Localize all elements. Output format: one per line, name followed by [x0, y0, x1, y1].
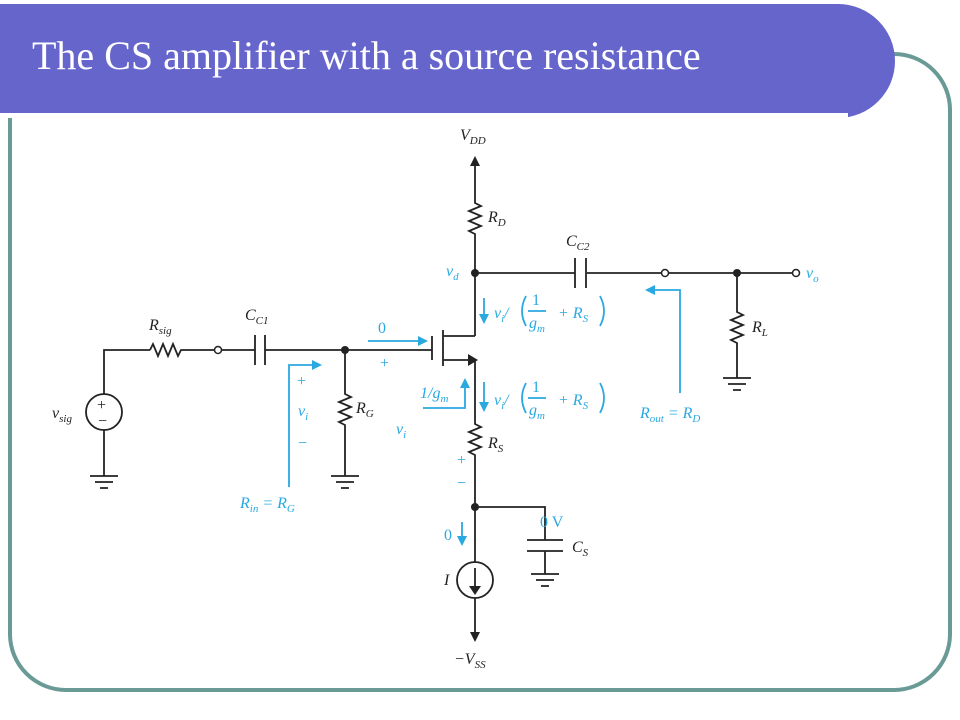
- gate-current-label: 0: [378, 320, 386, 337]
- gate-plus-label: +: [380, 355, 389, 372]
- rg-resistor: [336, 350, 354, 476]
- cc1-label: CC1: [245, 307, 269, 327]
- vi-right-label: vi: [396, 421, 406, 441]
- rsig-label: Rsig: [148, 317, 172, 337]
- rg-ground-icon: [331, 475, 359, 489]
- rs-label: RS: [487, 435, 504, 455]
- source-current-prefix: vi/: [494, 392, 510, 412]
- slide-title: The CS amplifier with a source resistanc…: [32, 33, 701, 78]
- vsig-source: [85, 349, 150, 476]
- rg-label: RG: [355, 400, 374, 420]
- rd-label: RD: [487, 209, 506, 229]
- rl-ground-icon: [723, 377, 751, 391]
- vi-plus-label: +: [297, 373, 306, 390]
- cs-voltage-label: 0 V: [540, 514, 564, 531]
- input-terminal-open: [213, 345, 223, 355]
- drain-current-bracket: [521, 295, 605, 327]
- vi-label: vi: [298, 403, 308, 423]
- drain-current-suffix: + RS: [558, 305, 589, 325]
- rin-arrow: [288, 360, 322, 487]
- source-current-numerator: 1: [532, 379, 540, 396]
- source-current-denominator: gm: [529, 402, 545, 422]
- cs-wire: [475, 506, 546, 540]
- slide-frame: [8, 52, 952, 692]
- title-banner: [0, 4, 895, 118]
- vsig-minus-sign: −: [98, 413, 107, 430]
- cs-capacitor: [527, 539, 563, 574]
- vsig-ground-icon: [90, 475, 118, 489]
- rs-resistor: [466, 360, 484, 507]
- current-source: [456, 507, 494, 642]
- cs-current-label: 0: [444, 527, 452, 544]
- rin-label: Rin = RG: [239, 495, 295, 515]
- rsig-resistor: [149, 341, 215, 359]
- cc1-capacitor: [221, 335, 345, 365]
- drain-current-prefix: vi/: [494, 305, 510, 325]
- current-source-label: I: [443, 572, 450, 589]
- rout-label: Rout = RD: [639, 405, 700, 425]
- rout-arrow: [645, 285, 681, 393]
- rs-minus-label: −: [457, 475, 466, 492]
- vo-terminal: [791, 268, 801, 278]
- vsig-plus-sign: +: [97, 397, 106, 414]
- rd-resistor: [466, 200, 484, 336]
- vsig-label: vsig: [52, 405, 72, 425]
- vo-label: vo: [806, 265, 819, 285]
- vi-minus-label: −: [298, 435, 307, 452]
- mosfet: [431, 330, 478, 366]
- one-over-gm-label: 1/gm: [420, 385, 448, 405]
- source-current-bracket: [521, 382, 605, 414]
- rl-resistor: [728, 273, 746, 378]
- drain-current-denominator: gm: [529, 315, 545, 335]
- drain-current-numerator: 1: [532, 292, 540, 309]
- cs-ground-icon: [531, 573, 559, 587]
- source-current-suffix: + RS: [558, 392, 589, 412]
- title-underline: [0, 113, 848, 118]
- cc2-capacitor: [574, 258, 587, 288]
- vd-label: vd: [446, 263, 459, 283]
- vss-label: −VSS: [454, 651, 486, 671]
- rl-label: RL: [751, 319, 768, 339]
- output-terminal-open: [660, 268, 670, 278]
- vdd-label: VDD: [460, 127, 486, 147]
- cc2-label: CC2: [566, 233, 590, 253]
- rs-plus-label: +: [457, 452, 466, 469]
- one-over-gm-arrow: [423, 378, 470, 409]
- cs-label: CS: [572, 539, 589, 559]
